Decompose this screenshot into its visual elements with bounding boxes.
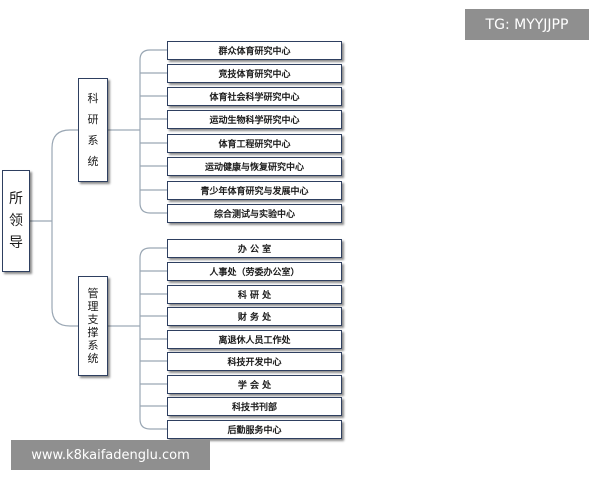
node-tech-development-center: 科技开发中心 [167, 352, 342, 371]
category-char: 支 [87, 313, 99, 326]
category-char: 撑 [87, 326, 99, 339]
category-char: 理 [87, 300, 99, 313]
watermark-tg: TG: MYYJJPP [465, 9, 589, 40]
root-char: 导 [9, 235, 23, 251]
category-management-system: 管 理 支 撑 系 统 [78, 276, 108, 376]
category-char: 管 [87, 287, 99, 300]
category-char: 统 [87, 352, 99, 365]
node-general-office: 办 公 室 [167, 239, 342, 258]
node-logistics-center: 后勤服务中心 [167, 420, 342, 439]
category-research-system: 科 研 系 统 [78, 78, 108, 182]
category-char: 统 [87, 155, 99, 168]
node-youth-sports-center: 青少年体育研究与发展中心 [167, 181, 342, 200]
node-testing-lab-center: 综合测试与实验中心 [167, 204, 342, 223]
node-sports-engineering-center: 体育工程研究中心 [167, 134, 342, 153]
node-finance-office: 财 务 处 [167, 307, 342, 326]
node-research-office: 科 研 处 [167, 285, 342, 304]
root-char: 领 [9, 213, 23, 229]
node-sports-bioscience-center: 运动生物科学研究中心 [167, 110, 342, 129]
root-node-leadership: 所 领 导 [2, 170, 30, 272]
node-society-office: 学 会 处 [167, 375, 342, 394]
category-char: 科 [87, 92, 99, 105]
node-retiree-office: 离退休人员工作处 [167, 330, 342, 349]
watermark-url: www.k8kaifadenglu.com [11, 440, 210, 470]
connector-root-branch [51, 129, 78, 327]
node-sports-social-science-center: 体育社会科学研究中心 [167, 87, 342, 106]
node-competitive-sports-center: 竞技体育研究中心 [167, 64, 342, 83]
category-char: 研 [87, 113, 99, 126]
category-char: 系 [87, 339, 99, 352]
root-char: 所 [9, 191, 23, 207]
node-health-recovery-center: 运动健康与恢复研究中心 [167, 157, 342, 176]
category-char: 系 [87, 134, 99, 147]
connector-research-bracket [139, 49, 167, 214]
node-hr-office: 人事处（劳委办公室） [167, 262, 342, 281]
node-publications-dept: 科技书刊部 [167, 397, 342, 416]
node-mass-sports-center: 群众体育研究中心 [167, 41, 342, 60]
